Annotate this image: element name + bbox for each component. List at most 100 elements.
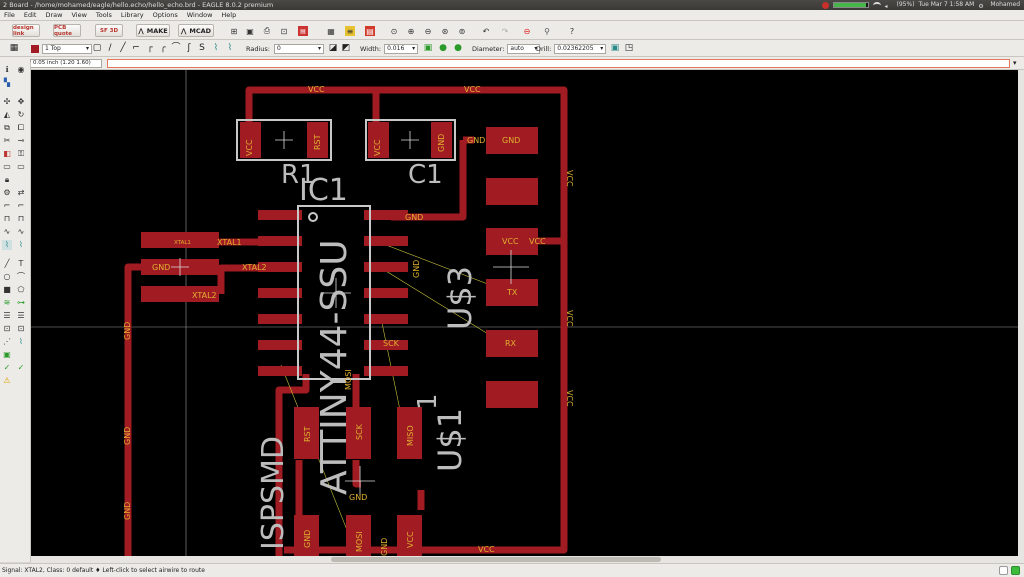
attribute-icon[interactable]: ☰ xyxy=(17,311,25,320)
status-indicator-icon[interactable] xyxy=(999,566,1008,575)
design-link-button[interactable]: design link xyxy=(12,24,40,37)
pad-ic1-3[interactable] xyxy=(258,262,302,272)
menu-file[interactable]: File xyxy=(4,11,15,19)
pad-c1-vcc[interactable] xyxy=(368,122,389,158)
hole-icon[interactable]: ☰ xyxy=(3,311,11,320)
wifi-icon[interactable] xyxy=(872,1,881,9)
line-icon[interactable]: ╱ xyxy=(4,259,10,268)
pad-r1-vcc[interactable] xyxy=(240,122,261,158)
pad-ftdi-tx[interactable] xyxy=(486,279,538,306)
wire-bend-3-icon[interactable]: ⌐ xyxy=(132,43,140,53)
print-icon[interactable]: ⎙ xyxy=(263,26,271,35)
lock-icon[interactable]: ⚿ xyxy=(17,149,25,158)
erc-icon[interactable]: ▣ xyxy=(3,350,11,359)
rotate-icon[interactable]: ↻ xyxy=(17,110,25,119)
mirror-icon[interactable]: ◭ xyxy=(3,110,11,119)
dimension-icon[interactable]: ⊡ xyxy=(3,324,11,333)
pad-ftdi-vcc[interactable] xyxy=(486,228,538,255)
zoom-select-icon[interactable]: ⊛ xyxy=(441,26,449,36)
via-stack-icon[interactable]: ▣ xyxy=(610,43,620,53)
sound-icon[interactable]: ◂ xyxy=(884,2,888,10)
menu-view[interactable]: View xyxy=(71,11,87,19)
layer-icon[interactable]: ▤ xyxy=(298,26,308,36)
status-go-icon[interactable] xyxy=(1011,566,1020,575)
menu-help[interactable]: Help xyxy=(221,11,237,19)
make-button[interactable]: ⋀MAKE xyxy=(136,24,170,37)
split-icon[interactable]: ⌐ xyxy=(3,201,11,210)
grid-icon[interactable]: ▦ xyxy=(9,43,19,53)
menu-draw[interactable]: Draw xyxy=(45,11,63,19)
pinswap-icon[interactable]: ⇄ xyxy=(17,188,25,197)
paste-icon[interactable]: ⧠ xyxy=(17,123,25,132)
via-icon[interactable]: ≋ xyxy=(3,298,11,307)
menu-options[interactable]: Options xyxy=(152,11,178,19)
menu-tools[interactable]: Tools xyxy=(95,11,112,19)
circle-icon[interactable]: ○ xyxy=(3,272,11,281)
clock[interactable]: Tue Mar 7 1:58 AM xyxy=(918,1,975,8)
pad-ftdi-rts[interactable] xyxy=(486,381,538,408)
help-icon[interactable]: ? xyxy=(569,26,575,36)
mcad-button[interactable]: ⋀MCAD xyxy=(178,24,214,37)
pad-isp-miso[interactable] xyxy=(397,407,422,459)
pad-ic1-9[interactable] xyxy=(364,340,408,350)
move-group-icon[interactable]: ✣ xyxy=(3,97,11,106)
pad-ic1-7[interactable] xyxy=(258,366,302,376)
redraw-icon[interactable]: ⊚ xyxy=(458,26,466,36)
info-icon[interactable]: ℹ xyxy=(5,65,9,74)
route-icon[interactable]: ⌇ xyxy=(2,240,12,250)
wire-bend-2-icon[interactable]: ╱ xyxy=(120,43,126,53)
vertical-scrollbar[interactable] xyxy=(1018,70,1024,556)
wire-bend-6-icon[interactable]: ⌒ xyxy=(171,43,181,53)
wire-bend-4-icon[interactable]: ┌ xyxy=(147,43,153,53)
text-icon[interactable]: T xyxy=(18,259,24,268)
script-icon[interactable]: ▦ xyxy=(327,26,335,36)
add-icon[interactable]: ⊞ xyxy=(230,26,238,36)
pad-ic1-2[interactable] xyxy=(258,236,302,246)
pad-ic1-11[interactable] xyxy=(364,288,408,298)
chevron-down-icon[interactable]: ▾ xyxy=(1013,59,1017,67)
width-field[interactable]: 0.016▾ xyxy=(384,43,419,54)
pad-ic1-8[interactable] xyxy=(364,366,408,376)
pad-isp-rst[interactable] xyxy=(294,407,319,459)
drc-icon[interactable]: ✓ xyxy=(17,363,25,372)
route-all-icon[interactable]: ⌇ xyxy=(19,337,23,346)
sf-3d-button[interactable]: SF 3D xyxy=(95,24,123,37)
pad-ic1-5[interactable] xyxy=(258,314,302,324)
menu-window[interactable]: Window xyxy=(186,11,213,19)
meander-icon[interactable]: ⊓ xyxy=(3,214,11,223)
micro-via-icon[interactable]: ◳ xyxy=(624,43,634,53)
save-icon[interactable]: ▣ xyxy=(246,26,254,36)
follow-me-icon[interactable]: ⌇ xyxy=(213,43,219,53)
undo-icon[interactable]: ↶ xyxy=(482,26,490,36)
pad-c1-gnd[interactable] xyxy=(431,122,452,158)
slice-icon[interactable]: ∿ xyxy=(17,227,25,236)
zoom-fit-icon[interactable]: ⊙ xyxy=(390,26,398,36)
ulp-icon[interactable]: ▤ xyxy=(365,26,375,36)
layers-icon[interactable]: ▚ xyxy=(3,78,11,87)
add-part-icon[interactable]: ⊸ xyxy=(17,136,25,145)
via-round-icon[interactable]: ● xyxy=(439,43,447,53)
route-diff-icon[interactable]: ⌇ xyxy=(19,240,23,249)
pad-ic1-1[interactable] xyxy=(258,210,302,220)
board-canvas[interactable]: R1 C1 IC1 ATTINY44-SSU U$3 U$1 ISPSMD 1 … xyxy=(31,70,1018,556)
pad-xtal-2[interactable] xyxy=(141,286,219,302)
pad-ic1-13[interactable] xyxy=(364,236,408,246)
polygon-icon[interactable]: ⬠ xyxy=(17,285,25,294)
signal-icon[interactable]: ⊶ xyxy=(17,298,25,307)
move-icon[interactable]: ✥ xyxy=(17,97,25,106)
miter-round-icon[interactable]: ◪ xyxy=(328,43,338,53)
drc-check-icon[interactable]: ✓ xyxy=(3,363,11,372)
pad-ftdi-gnd[interactable] xyxy=(486,127,538,154)
value-icon[interactable]: ▭ xyxy=(17,162,25,171)
pad-ic1-14[interactable] xyxy=(364,210,408,220)
wave-icon[interactable]: ∿ xyxy=(3,227,11,236)
cam-icon[interactable]: ⊡ xyxy=(280,26,288,36)
gear-icon[interactable]: ⚙ xyxy=(978,2,984,10)
smash-icon[interactable]: 🔒︎ xyxy=(4,175,10,184)
wire-bend-0-icon[interactable]: ▢ xyxy=(92,43,102,53)
pad-ic1-4[interactable] xyxy=(258,288,302,298)
pad-ftdi-rx[interactable] xyxy=(486,330,538,357)
warning-icon[interactable]: ⚠ xyxy=(3,376,11,385)
pad-isp-sck[interactable] xyxy=(346,407,371,459)
via-octagon-icon[interactable]: ● xyxy=(454,43,462,53)
